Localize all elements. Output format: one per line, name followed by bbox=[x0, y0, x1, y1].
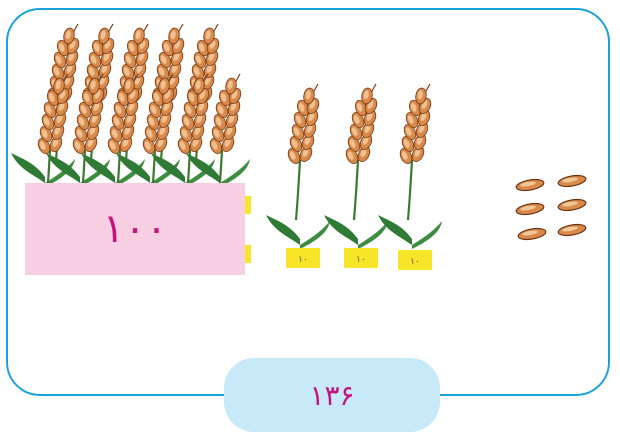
hundred-card: ۱۰۰ bbox=[25, 183, 245, 275]
leaves-row bbox=[11, 153, 250, 187]
ten-tag-2: ۱۰ bbox=[356, 255, 366, 265]
total-value: ۱۳۶ bbox=[309, 378, 355, 412]
ten-tag-1: ۱۰ bbox=[298, 255, 308, 265]
ten-bundle-1: ۱۰ bbox=[266, 84, 330, 268]
tag-edge-lower bbox=[245, 245, 251, 263]
total-pill: ۱۳۶ bbox=[224, 358, 440, 432]
ten-bundle-2: ۱۰ bbox=[324, 84, 388, 268]
grain-4 bbox=[557, 198, 587, 212]
grain-6 bbox=[557, 223, 587, 237]
single-grains bbox=[515, 174, 587, 241]
tag-edge-upper bbox=[245, 196, 251, 214]
ten-bundle-3: ۱۰ bbox=[378, 84, 442, 270]
hundred-value: ۱۰۰ bbox=[102, 206, 168, 252]
grain-2 bbox=[557, 174, 587, 188]
grain-5 bbox=[517, 227, 547, 241]
grain-3 bbox=[515, 202, 545, 216]
grain-1 bbox=[515, 178, 545, 192]
ten-tag-3: ۱۰ bbox=[410, 257, 420, 267]
